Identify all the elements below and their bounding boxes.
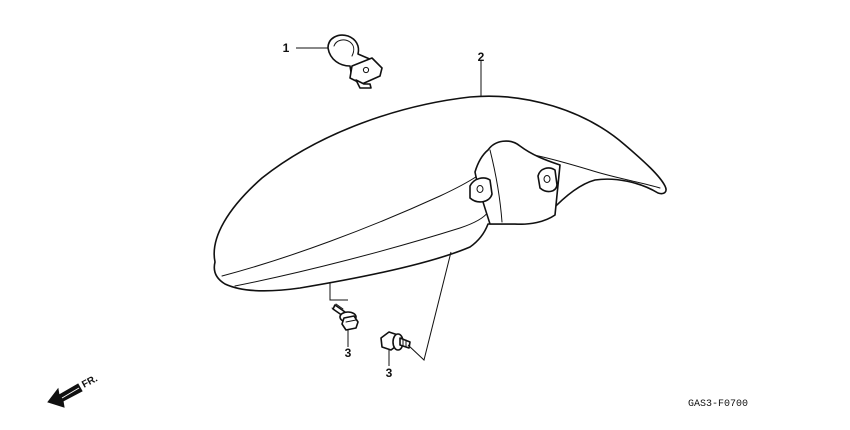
callout-1: 1 bbox=[283, 41, 290, 55]
callout-2: 2 bbox=[478, 50, 485, 64]
cable-clip bbox=[327, 34, 383, 89]
front-direction-arrow bbox=[47, 383, 83, 408]
flange-bolt-left bbox=[331, 303, 359, 331]
direction-label: FR. bbox=[80, 373, 100, 390]
drawing-code: GAS3-F0700 bbox=[688, 399, 748, 410]
callout-3-right: 3 bbox=[386, 366, 393, 380]
leader-lines bbox=[296, 47, 482, 366]
front-fender bbox=[213, 95, 667, 292]
callout-3-left: 3 bbox=[345, 346, 352, 360]
flange-bolt-right bbox=[380, 331, 411, 351]
